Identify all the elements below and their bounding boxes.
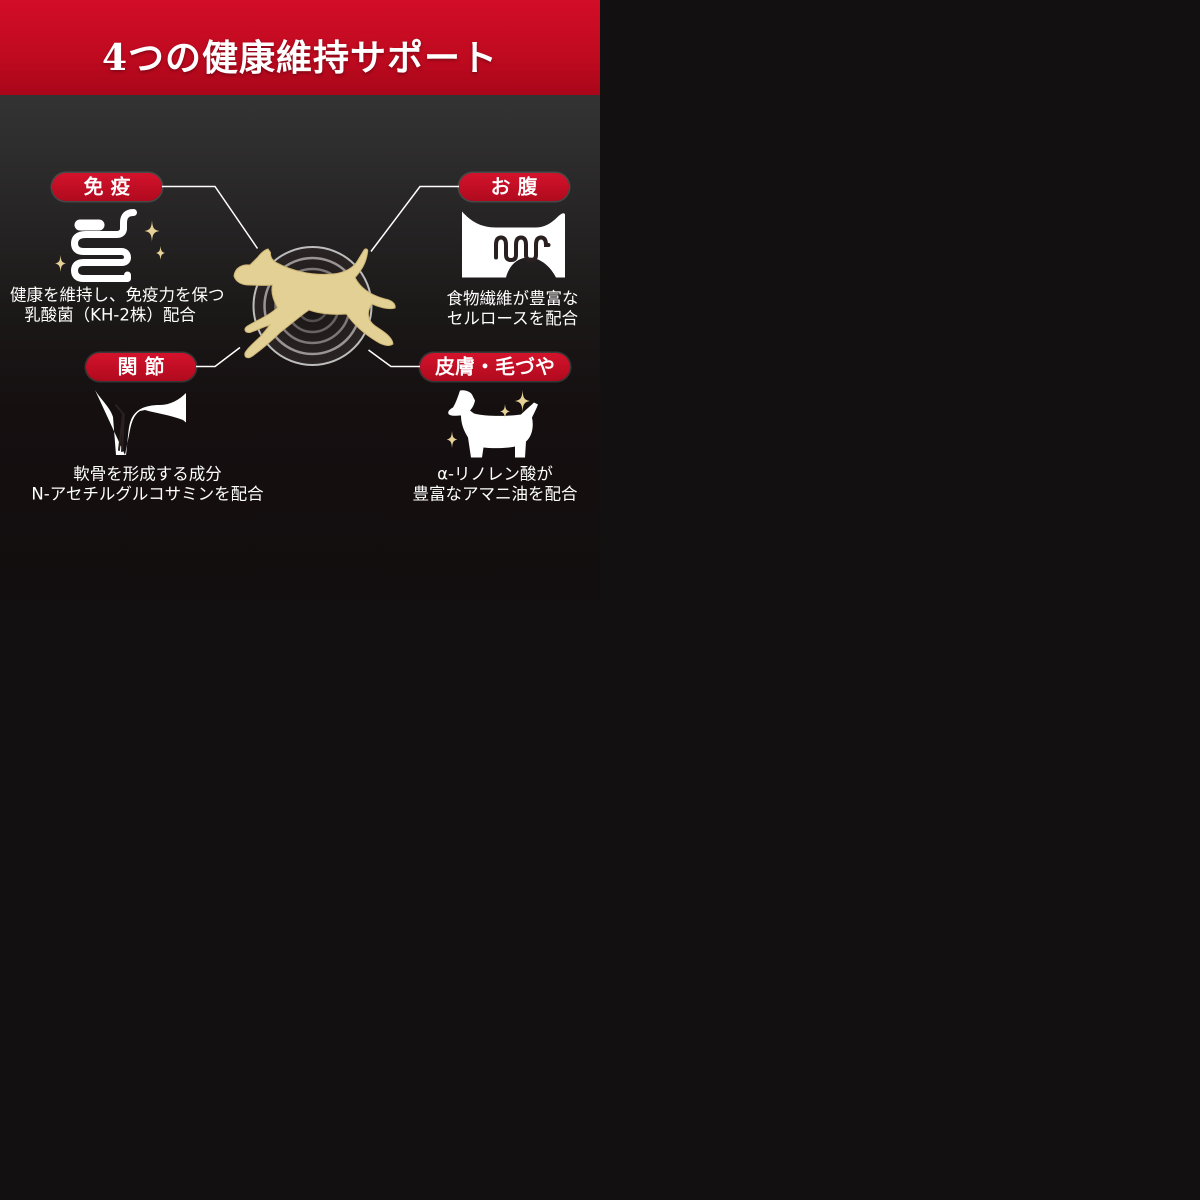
connector-lines	[160, 185, 465, 368]
label-joints-text: 関 節	[117, 355, 165, 379]
label-skin-coat: 皮膚・毛づや	[420, 353, 570, 381]
desc-joints: 軟骨を形成する成分 N-アセチルグルコサミンを配合	[10, 464, 285, 504]
desc-immunity: 健康を維持し、免疫力を保つ 乳酸菌（KH-2株）配合	[10, 285, 225, 325]
sparkle-icon	[515, 390, 530, 412]
desc-skin-coat-line1: α-リノレン酸が	[437, 464, 553, 484]
label-belly-text: お 腹	[490, 175, 538, 199]
leg-joint-icon	[95, 390, 186, 455]
connector-skin	[368, 349, 420, 368]
desc-skin-coat: α-リノレン酸が 豊富なアマニ油を配合	[395, 464, 595, 504]
label-immunity: 免 疫	[52, 173, 162, 201]
sparkle-icon	[55, 255, 66, 272]
page-title: 4つの健康維持サポート	[101, 36, 499, 79]
infographic-canvas: 4つの健康維持サポート 免 疫	[0, 0, 600, 600]
connector-immunity	[160, 185, 259, 249]
label-joints: 関 節	[86, 353, 196, 381]
intestine-icon	[71, 209, 137, 282]
desc-immunity-line1: 健康を維持し、免疫力を保つ	[10, 285, 225, 305]
desc-skin-coat-line2: 豊富なアマニ油を配合	[412, 484, 578, 504]
running-dog-icon	[233, 248, 396, 359]
desc-joints-line2: N-アセチルグルコサミンを配合	[31, 484, 264, 504]
connector-belly	[370, 185, 465, 252]
sparkle-icon	[446, 431, 458, 448]
sparkle-icon	[156, 246, 165, 260]
stomach-fiber-icon	[462, 211, 565, 278]
desc-belly: 食物繊維が豊富な セルロースを配合	[425, 289, 600, 329]
label-belly: お 腹	[459, 173, 569, 201]
desc-immunity-line2: 乳酸菌（KH-2株）配合	[24, 305, 196, 325]
shiny-dog-icon	[448, 390, 538, 458]
sparkle-icon	[144, 220, 160, 242]
desc-belly-line1: 食物繊維が豊富な	[446, 288, 579, 309]
desc-belly-line2: セルロースを配合	[446, 308, 579, 329]
header-banner: 4つの健康維持サポート	[0, 0, 600, 95]
label-skin-coat-text: 皮膚・毛づや	[435, 355, 555, 379]
connector-joints	[196, 346, 241, 368]
sparkle-icon	[500, 404, 510, 419]
desc-joints-line1: 軟骨を形成する成分	[73, 464, 222, 484]
label-immunity-text: 免 疫	[83, 175, 131, 199]
